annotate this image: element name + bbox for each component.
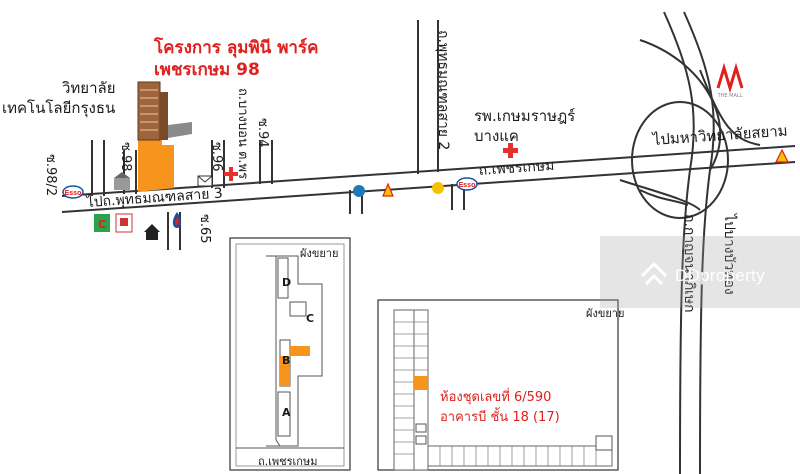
unit-floor-label: อาคารบี ชั้น 18 (17)	[440, 410, 560, 425]
svg-text:C: C	[98, 218, 106, 231]
mall-logo-icon: THE MALL	[717, 62, 744, 99]
shop-logo-icon	[115, 213, 133, 233]
watermark-band	[600, 236, 800, 308]
esso-logo-icon: Esso	[456, 177, 478, 191]
block-b-label: B	[282, 354, 291, 367]
inset-floor-plan	[377, 299, 619, 471]
svg-text:Esso: Esso	[459, 182, 476, 189]
ptt-drop-icon	[172, 212, 182, 228]
kanchanaphisek-road	[619, 11, 761, 474]
temple-icon	[114, 172, 130, 190]
ptt-logo-icon	[432, 182, 444, 194]
soi-96-label: ซ.96	[209, 142, 224, 172]
esso-logo-icon: Esso	[62, 185, 84, 199]
house-icon	[144, 224, 160, 240]
project-title-line2: เพชรเกษม 98	[154, 60, 260, 80]
college-label-line1: วิทยาลัย	[62, 79, 116, 97]
ddproperty-logo-icon	[640, 261, 668, 286]
inset-site-plan	[229, 237, 351, 471]
mail-icon	[197, 175, 213, 187]
cross-icon	[503, 143, 518, 158]
road-bang-bon-label: ถ.บางบอน ต.พร	[235, 88, 250, 180]
project-building	[137, 81, 192, 141]
block-a-label: A	[282, 406, 291, 419]
watermark-text: DDproperty	[675, 266, 765, 285]
shell-logo-icon	[775, 148, 789, 163]
college-label-line2: เทคโนโลยีกรุงธน	[2, 99, 116, 117]
soi-98-2-label: ซ.98/2	[43, 154, 58, 197]
soi-94-label: ซ.94	[255, 118, 270, 148]
ptt-logo-icon: C	[94, 214, 110, 232]
project-site	[138, 132, 174, 192]
svg-text:Esso: Esso	[65, 190, 82, 197]
hospital-label-line2: บางแค	[474, 127, 519, 145]
block-d-label: D	[282, 276, 292, 289]
cross-icon	[224, 167, 238, 181]
unit-number-label: ห้องชุดเลขที่ 6/590	[440, 390, 552, 405]
mall-name: THE MALL	[717, 93, 743, 99]
project-title-line1: โครงการ ลุมพินี พาร์ค	[154, 38, 319, 58]
shell-logo-icon	[353, 182, 394, 197]
soi-98-label: ซ.98	[118, 142, 133, 172]
inset-site-caption: ผังขยาย	[300, 247, 339, 260]
inset-floor-caption: ผังขยาย	[586, 307, 625, 320]
hospital-label-line1: รพ.เกษมราษฎร์	[474, 107, 576, 125]
road-phutthamonthon-2-label: ถ.พุทธมณฑลสาย 2	[435, 30, 451, 151]
phetkasem-road	[61, 145, 796, 213]
block-c-label: C	[306, 312, 315, 325]
soi-65-label: ซ.65	[197, 214, 212, 244]
inset-site-road-label: ถ.เพชรเกษม	[258, 455, 318, 468]
